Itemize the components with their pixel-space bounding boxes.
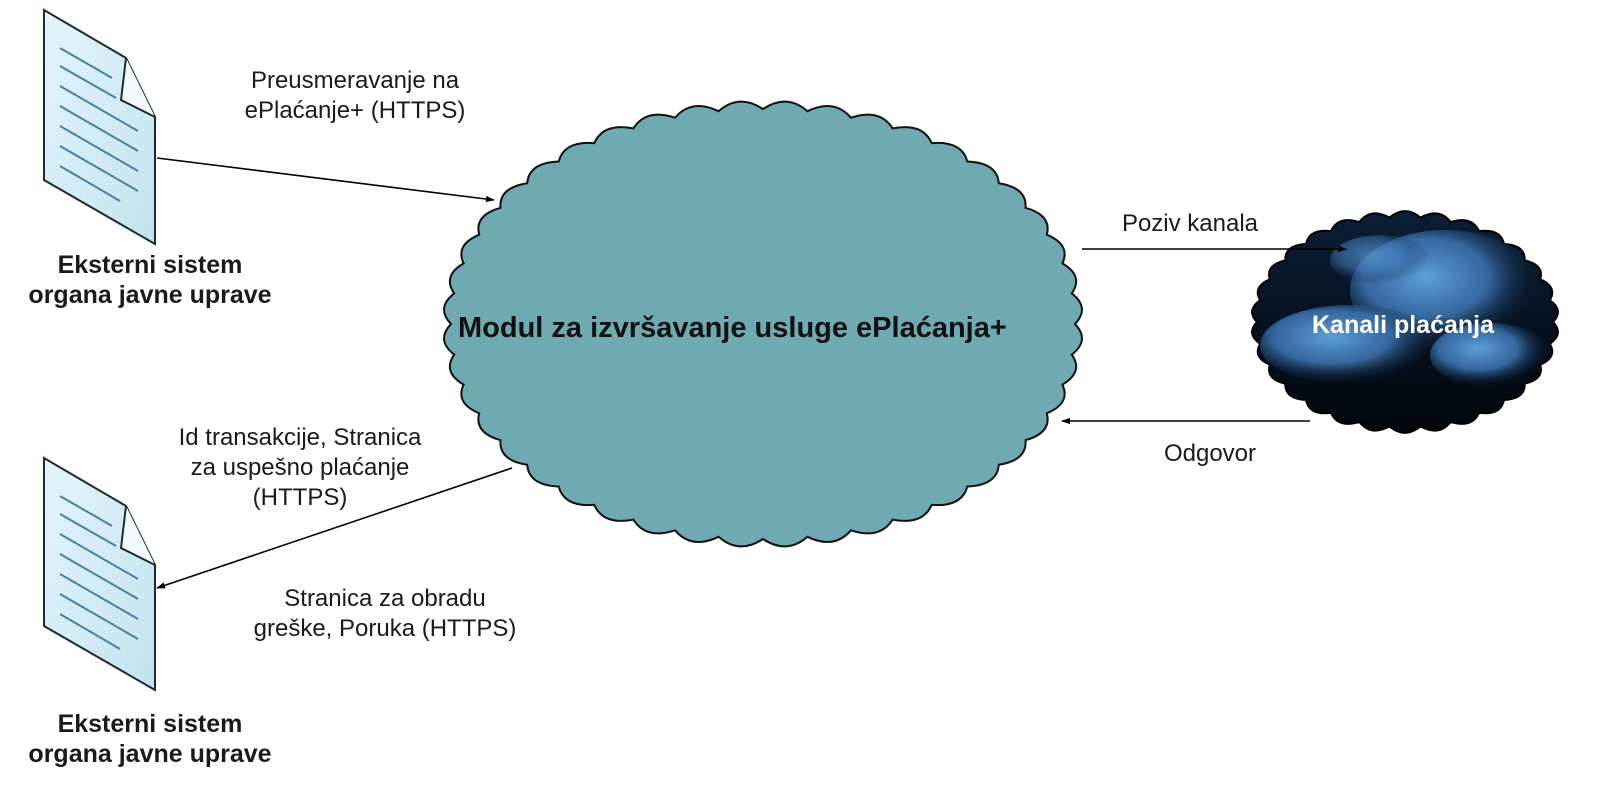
arrow-success [156,467,513,589]
success-label: Id transakcije, Stranica za uspešno plać… [178,424,422,511]
document-icon-bottom [43,456,156,692]
main-module-title: Modul za izvršavanje usluge ePlaćanja+ [458,312,1007,344]
document-label-top: Eksterni sistem organa javne uprave [28,251,272,309]
call-label: Poziv kanala [1121,210,1259,237]
error-label: Stranica za obradu greške, Poruka (HTTPS… [253,585,517,642]
document-icon-top [43,8,156,246]
redirect-label: Preusmeravanje na ePlaćanje+ (HTTPS) [244,67,466,124]
response-label: Odgovor [1163,440,1257,467]
document-label-bottom: Eksterni sistem organa javne uprave [28,710,272,768]
payment-channels-title: Kanali plaćanja [1312,311,1495,339]
payment-channels-cloud [1251,210,1559,434]
main-module-cloud [443,100,1083,548]
arrow-redirect [156,157,495,203]
